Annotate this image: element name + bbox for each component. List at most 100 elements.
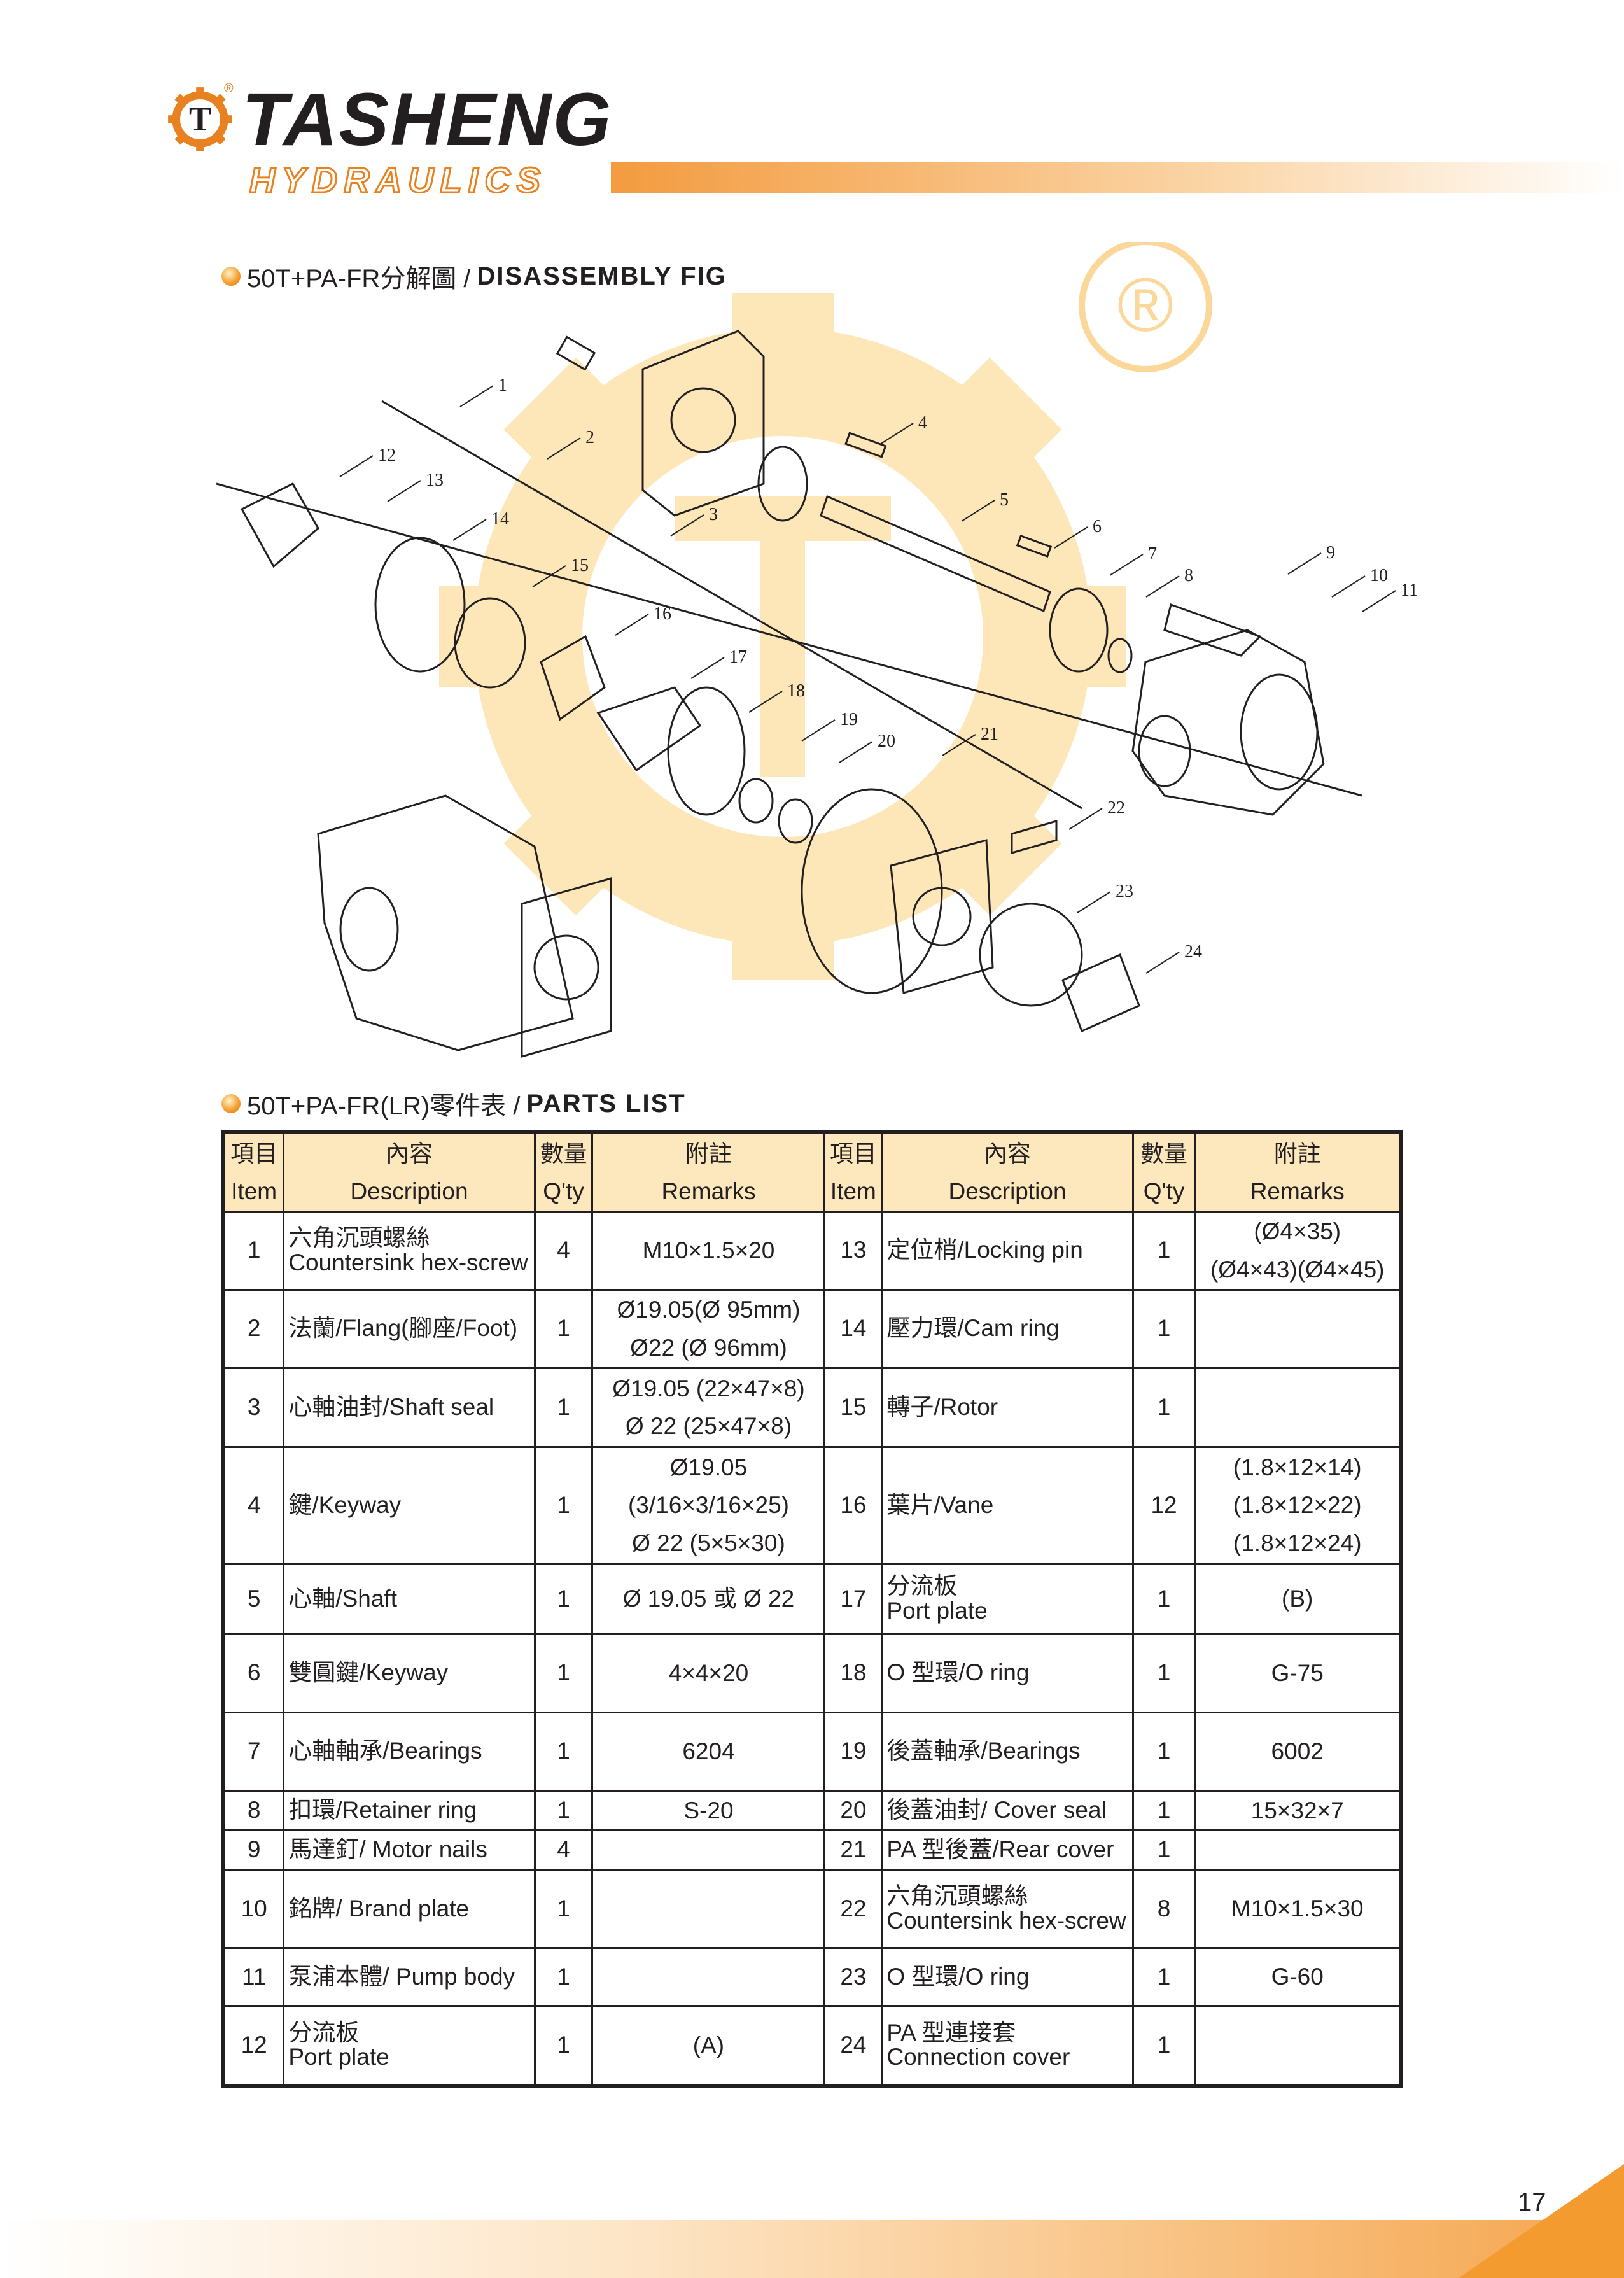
callout-number: 7 [1148,544,1157,564]
callout-leader-line [615,614,649,636]
callout-leader-line [879,423,914,445]
item-number: 6 [222,1633,285,1713]
item-description-line: 心軸油封/Shaft seal [288,1393,494,1420]
callout-leader-line [670,514,704,537]
item-quantity: 1 [533,1868,594,1949]
header-label: Description [948,1178,1067,1204]
item-remarks: G-75 [1194,1633,1402,1713]
tasheng-gear-logo-icon: T [168,87,232,151]
callout-leader-line [1145,952,1180,974]
item-description-line: 轉子/Rotor [886,1393,998,1420]
callout-leader-line [961,500,995,522]
item-description: PA 型後蓋/Rear cover [881,1829,1134,1871]
item-remarks-line: Ø19.05 (22×47×8) [612,1375,805,1402]
item-number: 20 [823,1789,883,1831]
callout-number: 2 [585,428,594,447]
item-remarks: (B) [1194,1563,1402,1635]
item-number: 12 [222,2004,285,2087]
callout-leader-line [387,480,421,502]
item-description-line: 定位梢/Locking pin [886,1237,1083,1263]
item-description: 扣環/Retainer ring [283,1789,536,1831]
item-description-line: Countersink hex-screw [886,1907,1126,1934]
item-number: 11 [222,1946,285,2007]
item-remarks [1194,1288,1402,1369]
callout-leader-line [801,719,836,742]
item-quantity: 1 [533,1445,594,1565]
item-remarks-line: Ø19.05 [669,1454,748,1481]
item-number: 21 [823,1829,883,1871]
item-description: 銘牌/ Brand plate [283,1868,536,1949]
callout-number: 23 [1116,882,1133,901]
callout-number: 22 [1107,798,1125,818]
item-description: O 型環/O ring [881,1633,1134,1713]
callout-number: 13 [426,470,444,490]
item-quantity: 1 [1131,1789,1196,1831]
item-description-line: Port plate [886,1598,988,1624]
item-remarks-line: Ø19.05(Ø 95mm) [617,1297,801,1323]
item-description: 馬達釘/ Motor nails [283,1829,536,1871]
callout-number: 4 [918,413,927,433]
item-number: 1 [222,1210,285,1291]
item-number: 24 [823,2004,883,2087]
item-number: 8 [222,1789,285,1831]
svg-text:®: ® [1117,262,1173,348]
item-quantity: 1 [533,1946,594,2007]
item-remarks: 6002 [1194,1711,1402,1792]
item-number: 14 [823,1288,883,1369]
item-number: 9 [222,1829,285,1871]
item-description: 葉片/Vane [881,1445,1134,1565]
bullet-icon [221,1094,241,1113]
callout-leader-line [942,734,976,756]
item-description-line: 分流板 [288,2019,360,2046]
item-remarks-line: 4×4×20 [668,1659,749,1686]
item-description-line: 六角沉頭螺絲 [288,1224,430,1251]
item-description-line: 壓力環/Cam ring [886,1315,1060,1342]
item-remarks-line: M10×1.5×20 [642,1237,775,1263]
callout-number: 21 [981,724,998,744]
svg-text:T: T [189,101,211,137]
item-quantity: 1 [533,1789,594,1831]
header-label: 內容 [984,1140,1032,1167]
callout-leader-line [839,741,873,763]
item-description: 心軸/Shaft [283,1563,536,1635]
callout-leader-line [459,385,494,407]
header-label: Remarks [661,1178,756,1204]
heading-prefix: 50T+PA-FR(LR)零件表 / [247,1092,521,1120]
callout-number: 14 [491,509,509,529]
header-label: 項目 [829,1140,877,1167]
item-description-line: Connection cover [886,2044,1070,2071]
item-remarks-line: 6002 [1271,1738,1324,1764]
item-number: 19 [823,1711,883,1792]
header-label: 數量 [540,1140,587,1167]
item-remarks-line: (1.8×12×24) [1233,1529,1362,1556]
heading-bold: PARTS LIST [526,1089,686,1118]
callout-number: 19 [840,710,858,729]
item-remarks-line: (A) [692,2032,725,2058]
callout-leader-line [748,691,783,713]
item-description-line: O 型環/O ring [886,1963,1030,1990]
header-label: 數量 [1140,1140,1188,1167]
item-remarks: M10×1.5×30 [1194,1868,1402,1949]
item-remarks-line: Ø 22 (5×5×30) [632,1529,785,1556]
callout-number: 3 [709,505,718,524]
callout-number: 16 [654,604,671,624]
item-description: 壓力環/Cam ring [881,1288,1134,1369]
item-description: 心軸油封/Shaft seal [283,1367,536,1448]
header-label: Item [231,1178,277,1204]
item-number: 18 [823,1633,883,1713]
watermark-gear-icon [439,293,1126,980]
